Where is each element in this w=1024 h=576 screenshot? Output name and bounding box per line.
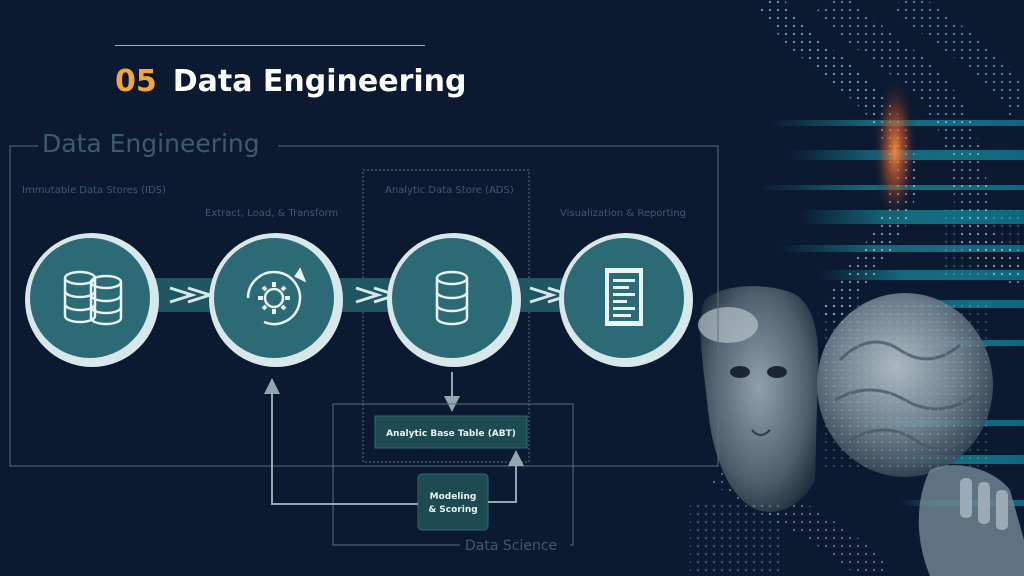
modeling-label-line1: Modeling bbox=[430, 492, 477, 502]
page-title: 05 Data Engineering bbox=[115, 60, 467, 104]
frame-heading: Data Engineering bbox=[42, 129, 260, 158]
report-document-icon bbox=[605, 268, 643, 326]
feedback-to-elt-arrow bbox=[264, 378, 418, 505]
modeling-scoring-box: Modeling & Scoring bbox=[417, 473, 489, 531]
database-icon bbox=[435, 270, 469, 326]
stage-ads-node bbox=[387, 233, 521, 367]
stage-elt-node bbox=[209, 233, 343, 367]
database-pair-icon bbox=[63, 270, 123, 326]
data-engineering-frame bbox=[9, 145, 719, 467]
ads-dashed-box bbox=[362, 169, 530, 463]
data-science-frame bbox=[332, 403, 574, 546]
data-science-label: Data Science bbox=[465, 538, 557, 554]
title-rule bbox=[115, 45, 425, 46]
label-viz: Visualization & Reporting bbox=[560, 208, 686, 219]
label-ids: Immutable Data Stores (IDS) bbox=[22, 185, 166, 196]
stage-viz-node bbox=[559, 233, 693, 367]
slide-number: 05 bbox=[115, 64, 157, 99]
label-elt: Extract, Load, & Transform bbox=[205, 208, 338, 219]
modeling-to-abt-arrow bbox=[488, 450, 524, 503]
label-ads: Analytic Data Store (ADS) bbox=[385, 185, 514, 196]
abt-box: Analytic Base Table (ABT) bbox=[374, 415, 528, 449]
modeling-label-line2: & Scoring bbox=[428, 505, 477, 515]
abt-label: Analytic Base Table (ABT) bbox=[386, 429, 516, 439]
gear-cycle-icon bbox=[246, 267, 307, 326]
slide-title: Data Engineering bbox=[172, 64, 467, 99]
stage-ids-node bbox=[25, 233, 159, 367]
